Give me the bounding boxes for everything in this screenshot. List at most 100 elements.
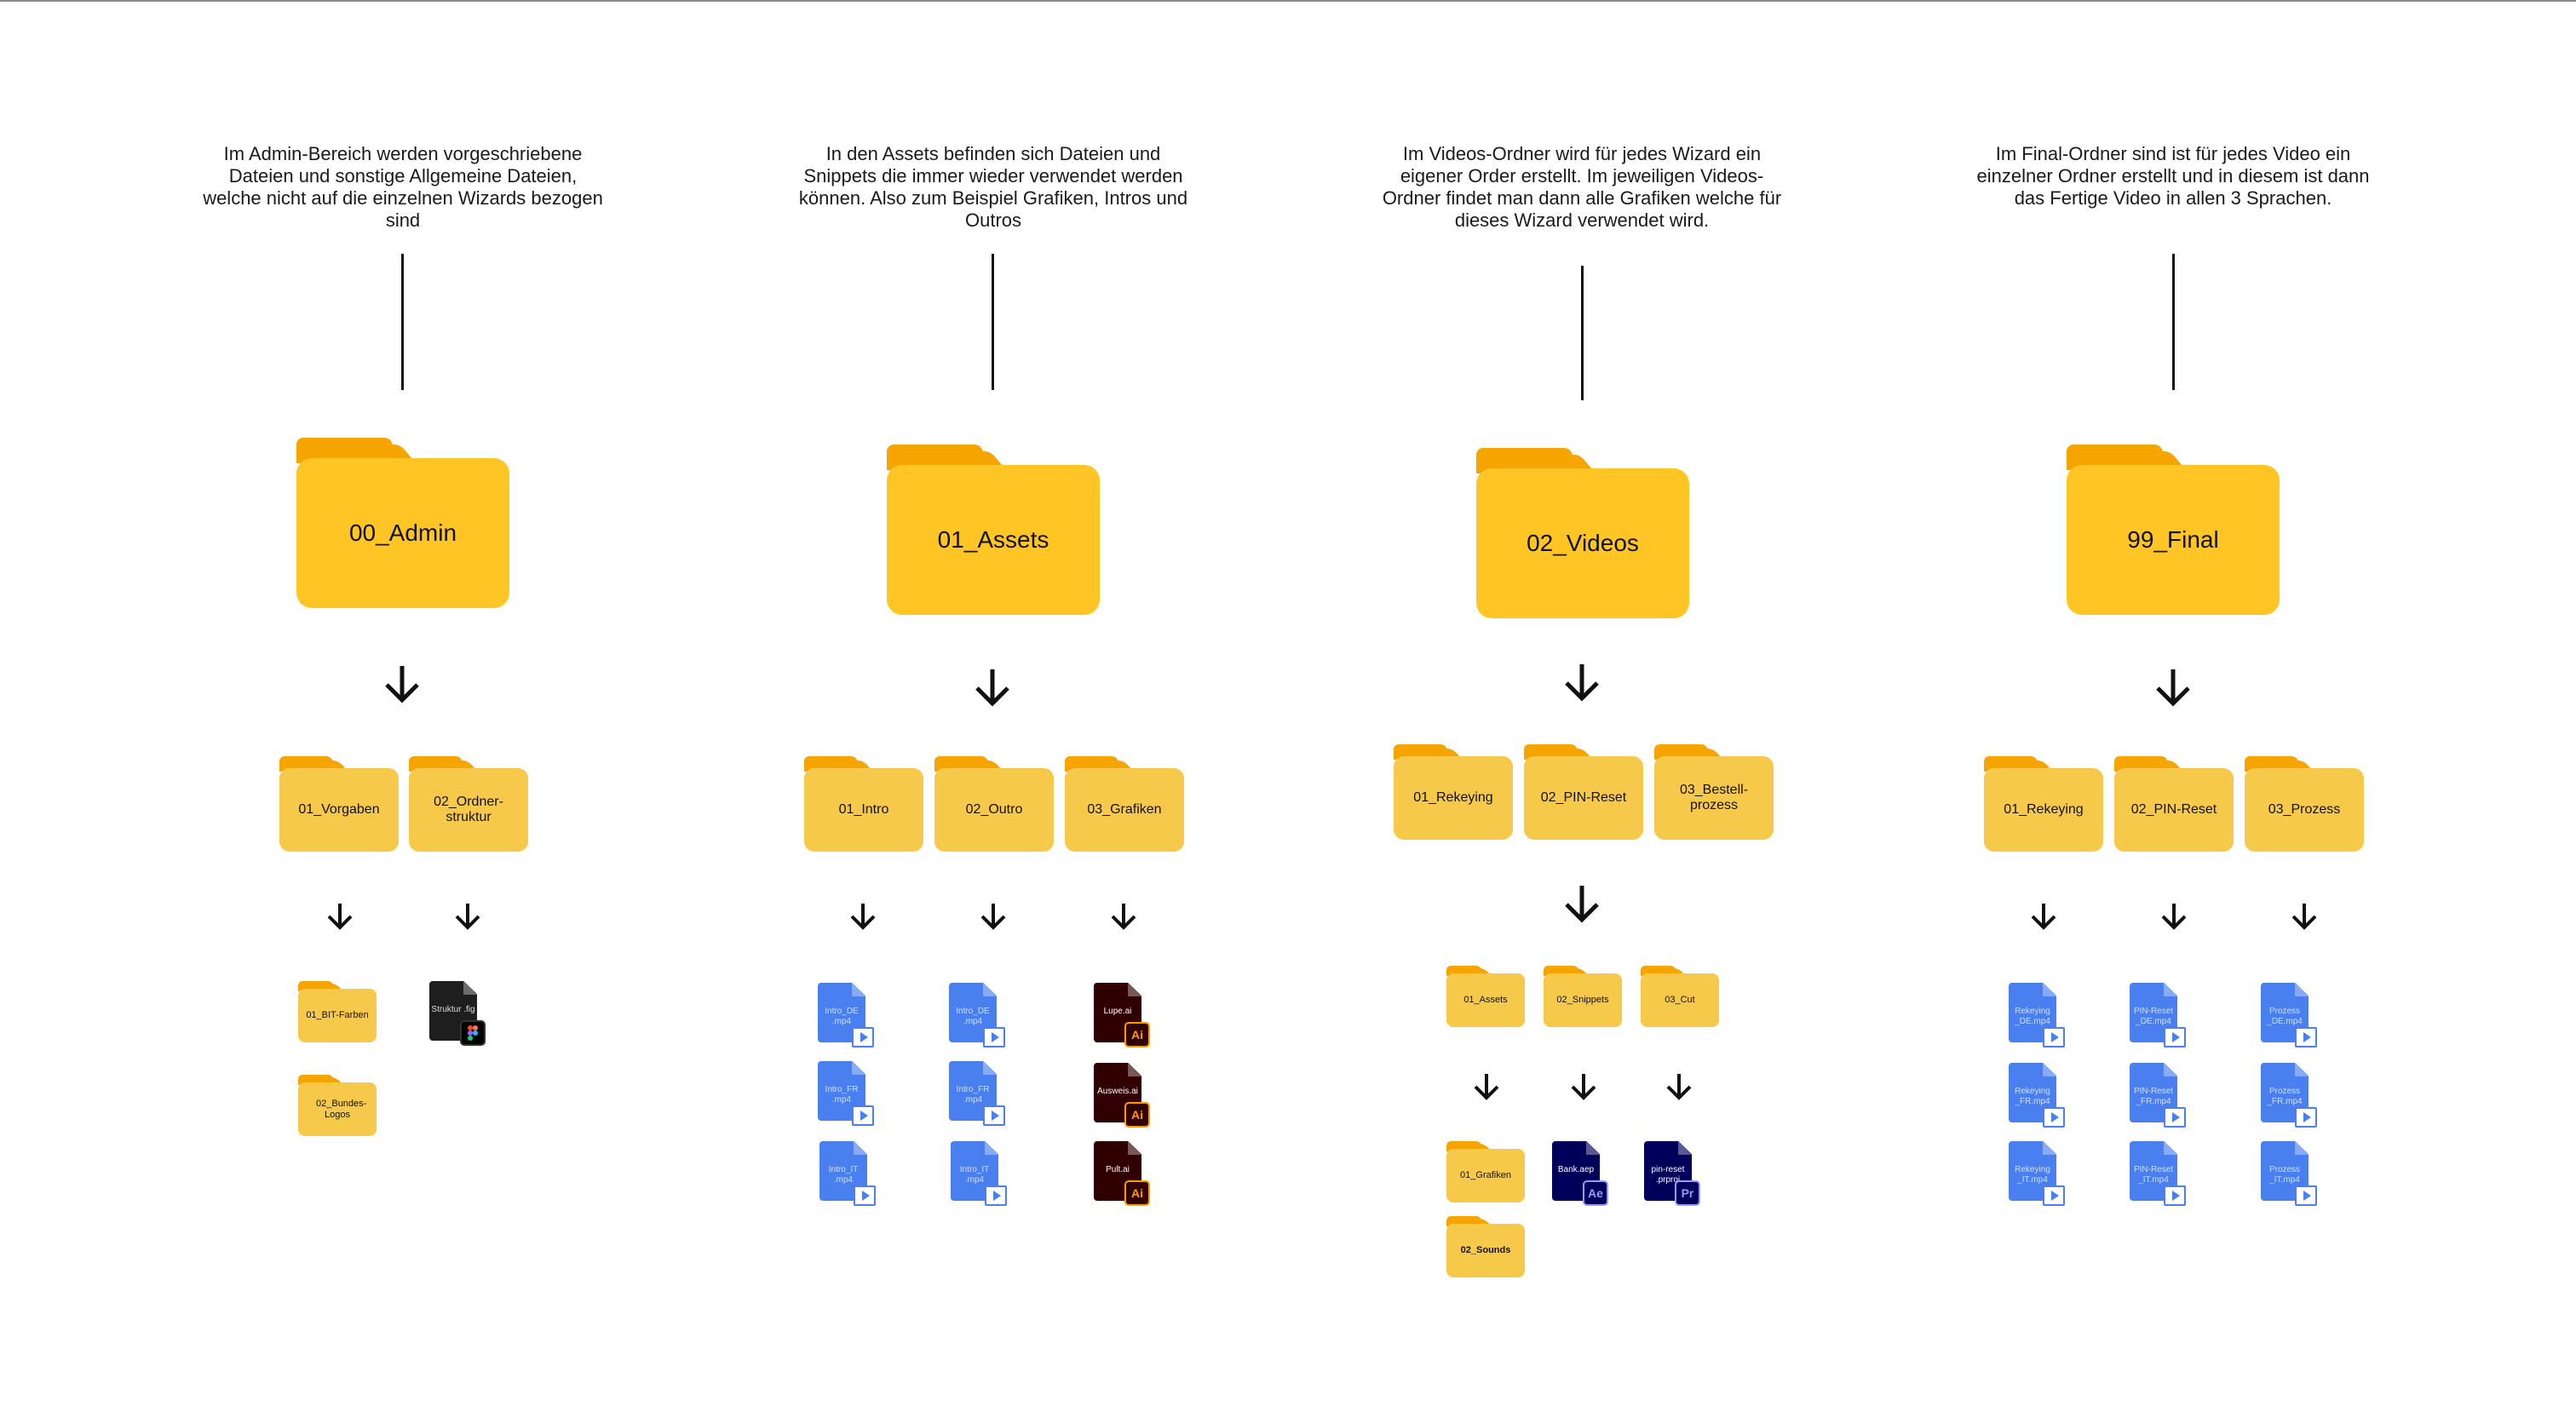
item-label: Ausweis.ai xyxy=(1097,1087,1138,1096)
videos-item-sounds[interactable]: 02_Sounds xyxy=(1446,1216,1525,1277)
down-arrow-icon xyxy=(980,904,1006,930)
item-label: Rekeying _FR.mp4 xyxy=(2015,1087,2050,1106)
videos-subfolder-cut[interactable]: 03_Cut xyxy=(1641,966,1719,1027)
assets-item-intro-fr[interactable]: Intro_FR .mp4 xyxy=(818,1061,874,1126)
down-arrow-icon xyxy=(2161,904,2187,930)
assets-item-intro-it[interactable]: Intro_IT .mp4 xyxy=(819,1141,876,1206)
item-label: 01_Grafiken xyxy=(1460,1170,1511,1180)
admin-item-bit-farben[interactable]: 01_BIT-Farben xyxy=(298,981,377,1042)
subfolder-label: 02_Ordner-struktur xyxy=(434,795,503,824)
video-icon xyxy=(2164,1027,2186,1048)
item-label: Bank.aep xyxy=(1557,1165,1595,1174)
final-subfolder-rekeying[interactable]: 01_Rekeying xyxy=(1984,756,2103,852)
final-item-prozess-de[interactable]: Prozess _DE.mp4 xyxy=(2261,983,2317,1048)
assets-item-intro-de[interactable]: Intro_DE .mp4 xyxy=(818,983,874,1048)
assets-folder[interactable]: 01_Assets xyxy=(887,445,1100,615)
item-label: PIN-Reset _IT.mp4 xyxy=(2133,1165,2174,1185)
assets-subfolder-grafiken[interactable]: 03_Grafiken xyxy=(1065,756,1184,852)
item-label: Prozess _DE.mp4 xyxy=(2267,1007,2303,1026)
illustrator-icon: Ai xyxy=(1124,1180,1150,1206)
item-label: 02_Sounds xyxy=(1460,1245,1511,1255)
illustrator-icon: Ai xyxy=(1124,1102,1150,1128)
videos-subfolder-pin-reset[interactable]: 02_PIN-Reset xyxy=(1524,744,1643,840)
down-arrow-icon xyxy=(1111,904,1136,930)
after-effects-icon: Ae xyxy=(1583,1180,1608,1206)
subfolder-label: 02_PIN-Reset xyxy=(2130,802,2217,817)
final-subfolder-prozess[interactable]: 03_Prozess xyxy=(2245,756,2364,852)
final-item-pinreset-fr[interactable]: PIN-Reset _FR.mp4 xyxy=(2130,1063,2186,1128)
admin-item-bundes-logos[interactable]: 02_Bundes-Logos xyxy=(298,1075,377,1136)
video-icon xyxy=(2043,1027,2065,1048)
subfolder-label: 01_Vorgaben xyxy=(298,802,380,817)
item-label: 02_Bundes-Logos xyxy=(316,1098,367,1120)
subfolder-label: 02_Outro xyxy=(965,802,1023,817)
assets-subfolder-intro[interactable]: 01_Intro xyxy=(804,756,923,852)
video-icon xyxy=(2295,1027,2317,1048)
admin-folder-label: 00_Admin xyxy=(348,519,457,546)
down-arrow-icon xyxy=(2291,904,2317,930)
assets-subfolder-outro[interactable]: 02_Outro xyxy=(934,756,1054,852)
admin-folder[interactable]: 00_Admin xyxy=(296,438,509,608)
item-label: Lupe.ai xyxy=(1103,1007,1132,1016)
final-description: Im Final-Ordner sind ist für jedes Video… xyxy=(1976,143,2370,209)
subfolder-label: 01_Rekeying xyxy=(2004,802,2084,817)
final-item-pinreset-de[interactable]: PIN-Reset _DE.mp4 xyxy=(2130,983,2186,1048)
admin-subfolder-ordnerstruktur[interactable]: 02_Ordner-struktur xyxy=(409,756,528,852)
video-icon xyxy=(852,1105,874,1126)
subfolder-label: 02_Snippets xyxy=(1556,995,1609,1005)
item-label: Rekeying _DE.mp4 xyxy=(2015,1007,2050,1026)
down-arrow-icon xyxy=(2031,904,2056,930)
assets-item-outro-fr[interactable]: Intro_FR .mp4 xyxy=(949,1061,1005,1126)
item-label: Intro_IT .mp4 xyxy=(959,1165,990,1185)
illustrator-icon: Ai xyxy=(1124,1022,1150,1048)
final-subfolder-pin-reset[interactable]: 02_PIN-Reset xyxy=(2114,756,2234,852)
assets-item-outro-de[interactable]: Intro_DE .mp4 xyxy=(949,983,1005,1048)
final-item-rekeying-fr[interactable]: Rekeying _FR.mp4 xyxy=(2009,1063,2065,1128)
item-label: Pult.ai xyxy=(1106,1165,1130,1174)
item-label: Intro_DE .mp4 xyxy=(956,1007,990,1026)
down-arrow-icon xyxy=(455,904,480,930)
item-label: Struktur .fig xyxy=(431,1005,475,1014)
videos-folder[interactable]: 02_Videos xyxy=(1476,448,1689,618)
down-arrow-icon xyxy=(327,904,353,930)
down-arrow-icon xyxy=(1565,886,1599,923)
video-icon xyxy=(2295,1185,2317,1206)
down-arrow-icon xyxy=(1571,1074,1596,1100)
video-icon xyxy=(983,1027,1005,1048)
item-label: Intro_FR .mp4 xyxy=(825,1085,859,1105)
video-icon xyxy=(854,1185,876,1206)
subfolder-label: 03_Grafiken xyxy=(1087,802,1162,817)
videos-subfolder-bestellprozess[interactable]: 03_Bestell-prozess xyxy=(1654,744,1774,840)
video-icon xyxy=(983,1105,1005,1126)
item-label: 01_BIT-Farben xyxy=(306,1010,369,1020)
video-icon xyxy=(2043,1185,2065,1206)
final-item-prozess-fr[interactable]: Prozess _FR.mp4 xyxy=(2261,1063,2317,1128)
item-label: pin-reset .prproj xyxy=(1651,1165,1685,1185)
item-label: Intro_DE .mp4 xyxy=(825,1007,859,1026)
item-label: Prozess _IT.mp4 xyxy=(2268,1165,2301,1185)
videos-connector-line xyxy=(1581,266,1584,400)
video-icon xyxy=(852,1027,874,1048)
assets-down-arrow-icon xyxy=(975,669,1009,707)
videos-item-grafiken[interactable]: 01_Grafiken xyxy=(1446,1141,1525,1202)
videos-subfolder-snippets[interactable]: 02_Snippets xyxy=(1544,966,1622,1027)
videos-subfolder-assets[interactable]: 01_Assets xyxy=(1446,966,1525,1027)
assets-item-outro-it[interactable]: Intro_IT .mp4 xyxy=(951,1141,1007,1206)
final-folder[interactable]: 99_Final xyxy=(2067,445,2280,615)
premiere-icon: Pr xyxy=(1675,1180,1700,1206)
final-item-rekeying-de[interactable]: Rekeying _DE.mp4 xyxy=(2009,983,2065,1048)
admin-subfolder-vorgaben[interactable]: 01_Vorgaben xyxy=(279,756,399,852)
item-label: Intro_IT .mp4 xyxy=(828,1165,859,1185)
admin-item-struktur-fig[interactable]: Struktur .fig xyxy=(429,981,486,1046)
assets-description: In den Assets befinden sich Dateien und … xyxy=(798,143,1188,231)
videos-subfolder-rekeying[interactable]: 01_Rekeying xyxy=(1394,744,1513,840)
final-item-pinreset-it[interactable]: PIN-Reset _IT.mp4 xyxy=(2130,1141,2186,1206)
final-item-rekeying-it[interactable]: Rekeying _IT.mp4 xyxy=(2009,1141,2065,1206)
videos-description: Im Videos-Ordner wird für jedes Wizard e… xyxy=(1382,143,1782,231)
final-item-prozess-it[interactable]: Prozess _IT.mp4 xyxy=(2261,1141,2317,1206)
